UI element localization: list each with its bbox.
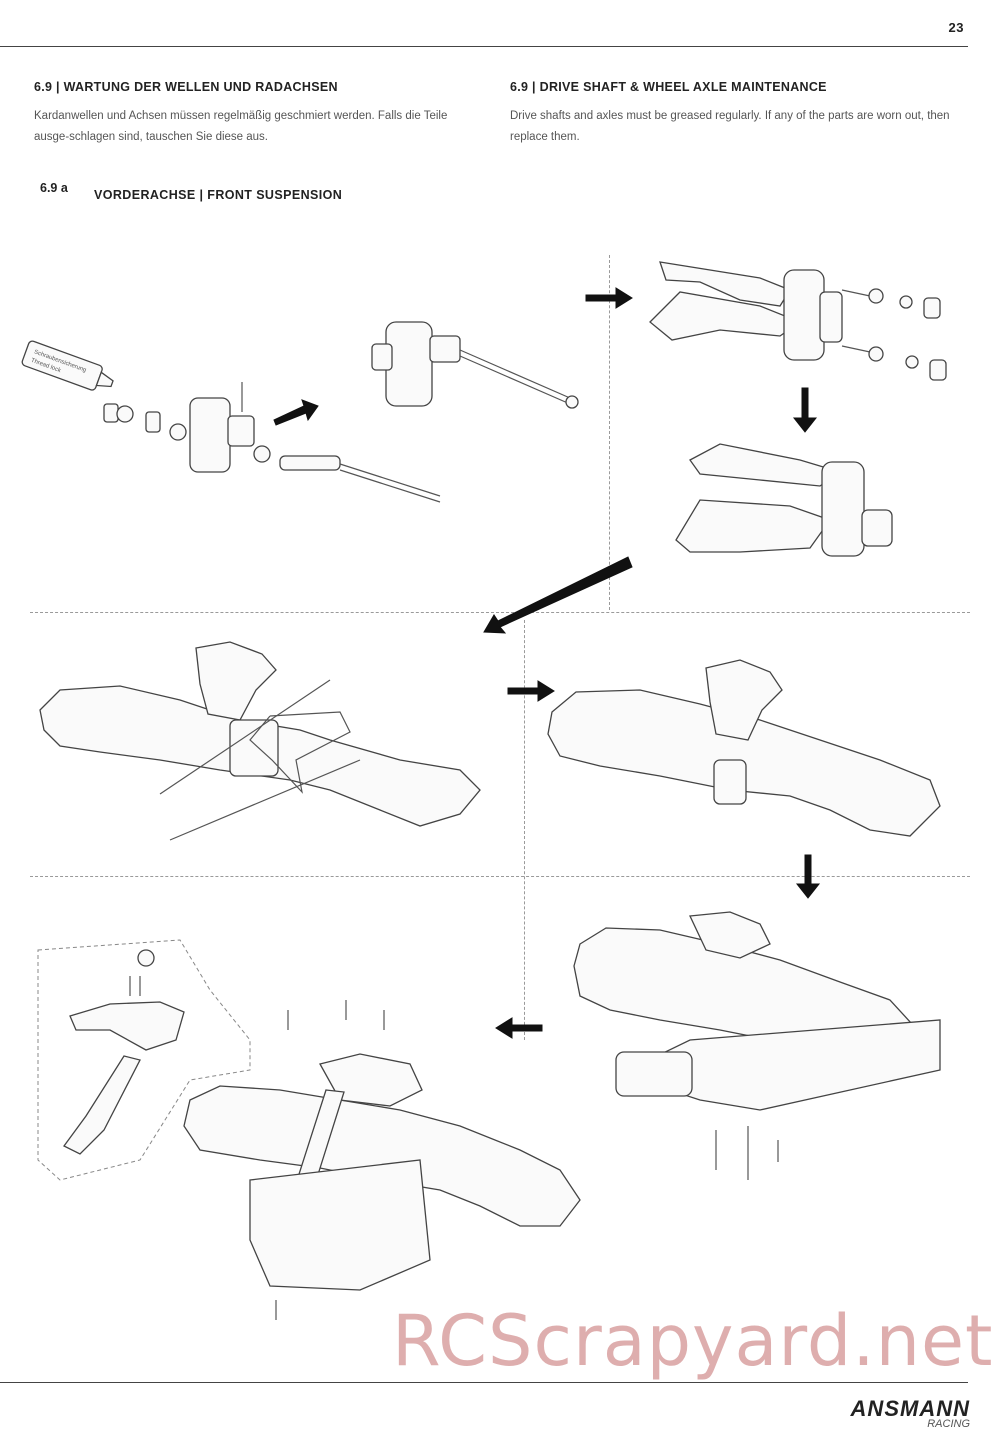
step8-detail-outline <box>37 939 251 1181</box>
divider-horizontal-1 <box>30 612 970 613</box>
subsection-title: VORDERACHSE | FRONT SUSPENSION <box>94 188 343 202</box>
page-number: 23 <box>948 20 964 35</box>
watermark: RCScrapyard.net <box>392 1300 994 1382</box>
step8-final-assembly <box>63 949 581 1320</box>
divider-vertical-mid <box>524 620 525 1040</box>
divider-vertical-top <box>609 255 610 610</box>
step4-arms-assembled <box>675 443 893 557</box>
arrow-to-step5 <box>483 556 633 634</box>
arrow-to-step6 <box>507 680 555 702</box>
step6-front-assembled <box>547 659 941 837</box>
step3-arms-explode <box>649 261 947 381</box>
brand-name: ANSMANN <box>850 1396 970 1421</box>
arrow-step3-down <box>792 387 818 433</box>
section-text-en: Drive shafts and axles must be greased r… <box>510 110 950 143</box>
step5-bulkhead-pins <box>39 641 481 841</box>
section-heading-en: 6.9 | DRIVE SHAFT & WHEEL AXLE MAINTENAN… <box>510 80 827 94</box>
step7-chassis-mount <box>573 911 941 1180</box>
step1-explode: Schraubensicherung Thread lock <box>21 340 441 503</box>
arrow-step6-down <box>795 854 821 899</box>
divider-horizontal-2 <box>30 876 970 877</box>
arrow-step1-to-2 <box>273 399 319 426</box>
section-text-de: Kardanwellen und Achsen müssen regelmäßi… <box>34 110 448 143</box>
brand-sub: RACING <box>927 1418 970 1430</box>
section-heading-de: 6.9 | WARTUNG DER WELLEN UND RADACHSEN <box>34 80 338 94</box>
header-rule <box>0 46 968 47</box>
subsection-number: 6.9 a <box>40 181 68 195</box>
step2-hub-shaft <box>371 321 579 409</box>
arrow-to-step8 <box>495 1017 543 1039</box>
footer-rule <box>0 1382 968 1383</box>
brand-logo: ANSMANN RACING <box>851 1396 970 1430</box>
arrow-to-step3 <box>585 287 633 309</box>
